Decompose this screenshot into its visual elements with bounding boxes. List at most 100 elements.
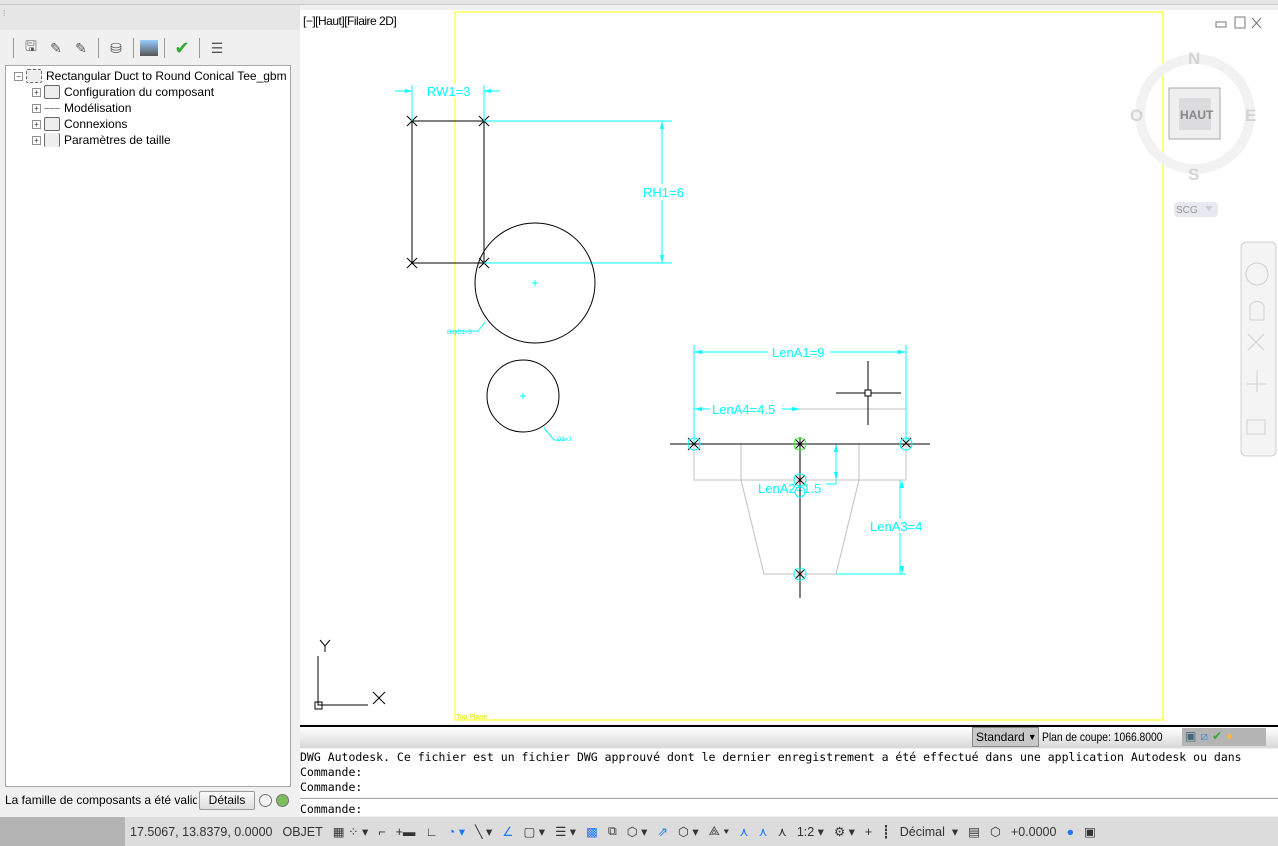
units-dropdown[interactable]: Décimal ▾ — [899, 825, 959, 839]
properties-icon[interactable]: ☰ — [210, 39, 224, 56]
expand-icon[interactable]: + — [32, 87, 41, 97]
cube-icon[interactable]: ▣ — [1185, 729, 1197, 743]
validation-status: La famille de composants a été validée D… — [5, 789, 295, 811]
light-bulb-icon[interactable]: ● — [1226, 729, 1234, 743]
dim-bdyd1[interactable]: BdyD1=5 — [447, 330, 473, 336]
steering-wheel-icon[interactable] — [1245, 262, 1269, 286]
dynamic-ucs-icon[interactable]: ⇗ — [657, 825, 668, 839]
orbit-icon[interactable] — [1247, 370, 1267, 392]
restore-icon[interactable] — [1234, 16, 1246, 29]
drawing-viewport[interactable] — [300, 10, 1278, 724]
object-mode[interactable]: OBJET — [282, 824, 323, 839]
osnap-icon[interactable]: ∠ — [502, 825, 514, 839]
part-icon — [26, 69, 42, 83]
ucs-icon — [314, 639, 386, 710]
tree-item-connexions[interactable]: + Connexions — [32, 116, 127, 132]
section-icon[interactable]: ⧄ — [1200, 729, 1208, 743]
viewport-controls-label[interactable]: [−][Haut][Filaire 2D] — [303, 14, 397, 28]
plane-label: Top Plane — [456, 714, 487, 721]
annotation-scale-value[interactable]: 1:2 ▾ — [796, 825, 824, 839]
dim-rh1[interactable]: RH1=6 — [643, 185, 684, 200]
panel-grip[interactable]: ⁞ — [0, 5, 300, 30]
expand-icon[interactable]: + — [32, 119, 41, 129]
annotation-monitor-icon[interactable]: + — [864, 824, 873, 839]
command-history-line: Commande: — [300, 765, 363, 779]
navigation-bar[interactable] — [1240, 241, 1277, 457]
showmotion-icon[interactable] — [1246, 419, 1266, 435]
workspace-gear-icon[interactable]: ⚙ ▾ — [833, 825, 855, 839]
grip-points — [687, 437, 913, 581]
gizmo-icon[interactable]: ⟁ ▾ — [708, 824, 730, 838]
auto-scale-icon[interactable]: ⋏ — [758, 825, 768, 839]
edit-size-icon[interactable]: ✎ — [75, 39, 87, 56]
edit-part-icon[interactable]: ✎ — [50, 39, 62, 56]
ortho-icon[interactable]: ∟ — [425, 824, 438, 839]
viewcube-north[interactable]: N — [1188, 49, 1200, 68]
dim-lena1[interactable]: LenA1=9 — [772, 345, 824, 360]
transparency-icon[interactable]: ▩ — [586, 825, 598, 839]
zoom-extents-icon[interactable] — [1247, 333, 1265, 351]
tree-item-modelisation[interactable]: + Modélisation — [32, 100, 131, 116]
dimension-arrows — [405, 89, 906, 574]
command-line-input[interactable]: Commande: — [300, 798, 1278, 816]
dim-lena4[interactable]: LenA4=4.5 — [712, 402, 775, 417]
dim-lena3[interactable]: LenA3=4 — [870, 519, 922, 534]
lineweight-icon[interactable]: ☰ ▾ — [555, 825, 577, 839]
3d-osnap-icon[interactable]: ⬡ ▾ — [626, 825, 648, 839]
details-button[interactable]: Détails — [199, 790, 255, 810]
pan-icon[interactable] — [1249, 301, 1265, 321]
viewcube-east[interactable]: E — [1245, 106, 1256, 125]
viewcube-west[interactable]: O — [1130, 106, 1143, 125]
dim-rw1[interactable]: RW1=3 — [427, 84, 470, 99]
visual-style-dropdown[interactable]: Standard▼ — [972, 727, 1039, 747]
polar-tracking-icon[interactable]: ◔ ▾ — [447, 825, 465, 839]
annotation-scale-icon[interactable]: ⋏ — [777, 825, 787, 839]
separator — [133, 38, 134, 58]
viewport-tools: ▣⧄✔● — [1182, 728, 1266, 746]
check-icon[interactable]: ✔ — [1211, 729, 1223, 743]
units-icon: ┋ — [882, 825, 890, 839]
annotation-visibility-icon[interactable]: ⋏ — [739, 825, 749, 839]
clip-plane-value: 1066.8000 — [1113, 730, 1163, 744]
add-part-icon[interactable]: ⛁ — [110, 39, 122, 56]
elevation-value[interactable]: +0.0000 — [1010, 824, 1057, 839]
top-plane-boundary — [454, 11, 1164, 721]
save-as-icon[interactable]: 🖫 — [25, 38, 37, 54]
image-icon[interactable] — [140, 40, 158, 56]
viewcube-face-top[interactable]: HAUT — [1180, 108, 1214, 122]
expand-icon[interactable]: + — [32, 103, 41, 113]
object-snap-tracking-icon[interactable]: ╲ ▾ — [475, 825, 493, 839]
viewcube-compass[interactable] — [1135, 54, 1255, 174]
viewcube-south[interactable]: S — [1188, 165, 1199, 184]
selection-filter-icon[interactable]: ⬡ ▾ — [677, 825, 699, 839]
tree-item-label: Connexions — [64, 117, 128, 131]
tree-item-configuration[interactable]: +Configuration du composant — [32, 84, 214, 100]
ucs-menu-label: SCG — [1176, 205, 1198, 216]
hardware-acceleration-icon[interactable]: ● — [1066, 824, 1074, 839]
tree-root-label: Rectangular Duct to Round Conical Tee_gb… — [46, 69, 287, 83]
dim-lena2[interactable]: LenA2=1.5 — [758, 481, 821, 496]
coordinates-readout[interactable]: 17.5067, 13.8379, 0.0000 — [130, 824, 273, 839]
selection-cycling-icon[interactable]: ⧉ — [607, 824, 617, 838]
minimize-icon[interactable] — [1215, 21, 1227, 28]
isolate-objects-icon[interactable]: ⬡ — [989, 825, 1001, 839]
tree-item-parametres[interactable]: +Paramètres de taille — [32, 132, 171, 148]
tree-root[interactable]: − Rectangular Duct to Round Conical Tee_g… — [14, 68, 287, 84]
validate-icon[interactable]: ✔ — [174, 37, 190, 58]
close-icon[interactable] — [1251, 17, 1262, 29]
top-tab-strip — [0, 0, 1278, 5]
dynamic-input-icon[interactable]: +▬ — [395, 824, 416, 839]
selection-icon[interactable]: ▢ ▾ — [523, 825, 546, 839]
snap-icon[interactable]: ⌐ — [378, 824, 386, 839]
dim-d3[interactable]: D3=3 — [557, 437, 572, 443]
grid-icon[interactable]: ▦ ⁘ ▾ — [332, 825, 369, 839]
expand-icon[interactable]: + — [32, 135, 41, 145]
clean-screen-icon[interactable]: ▣ — [1084, 825, 1096, 839]
tree-item-label: Modélisation — [64, 101, 132, 115]
ucs-dropdown-icon[interactable] — [1205, 206, 1213, 211]
status-light-green — [276, 793, 289, 807]
ucs-menu[interactable] — [1174, 202, 1218, 217]
quick-properties-icon[interactable]: ▤ — [968, 825, 980, 839]
collapse-icon[interactable]: − — [14, 71, 23, 81]
